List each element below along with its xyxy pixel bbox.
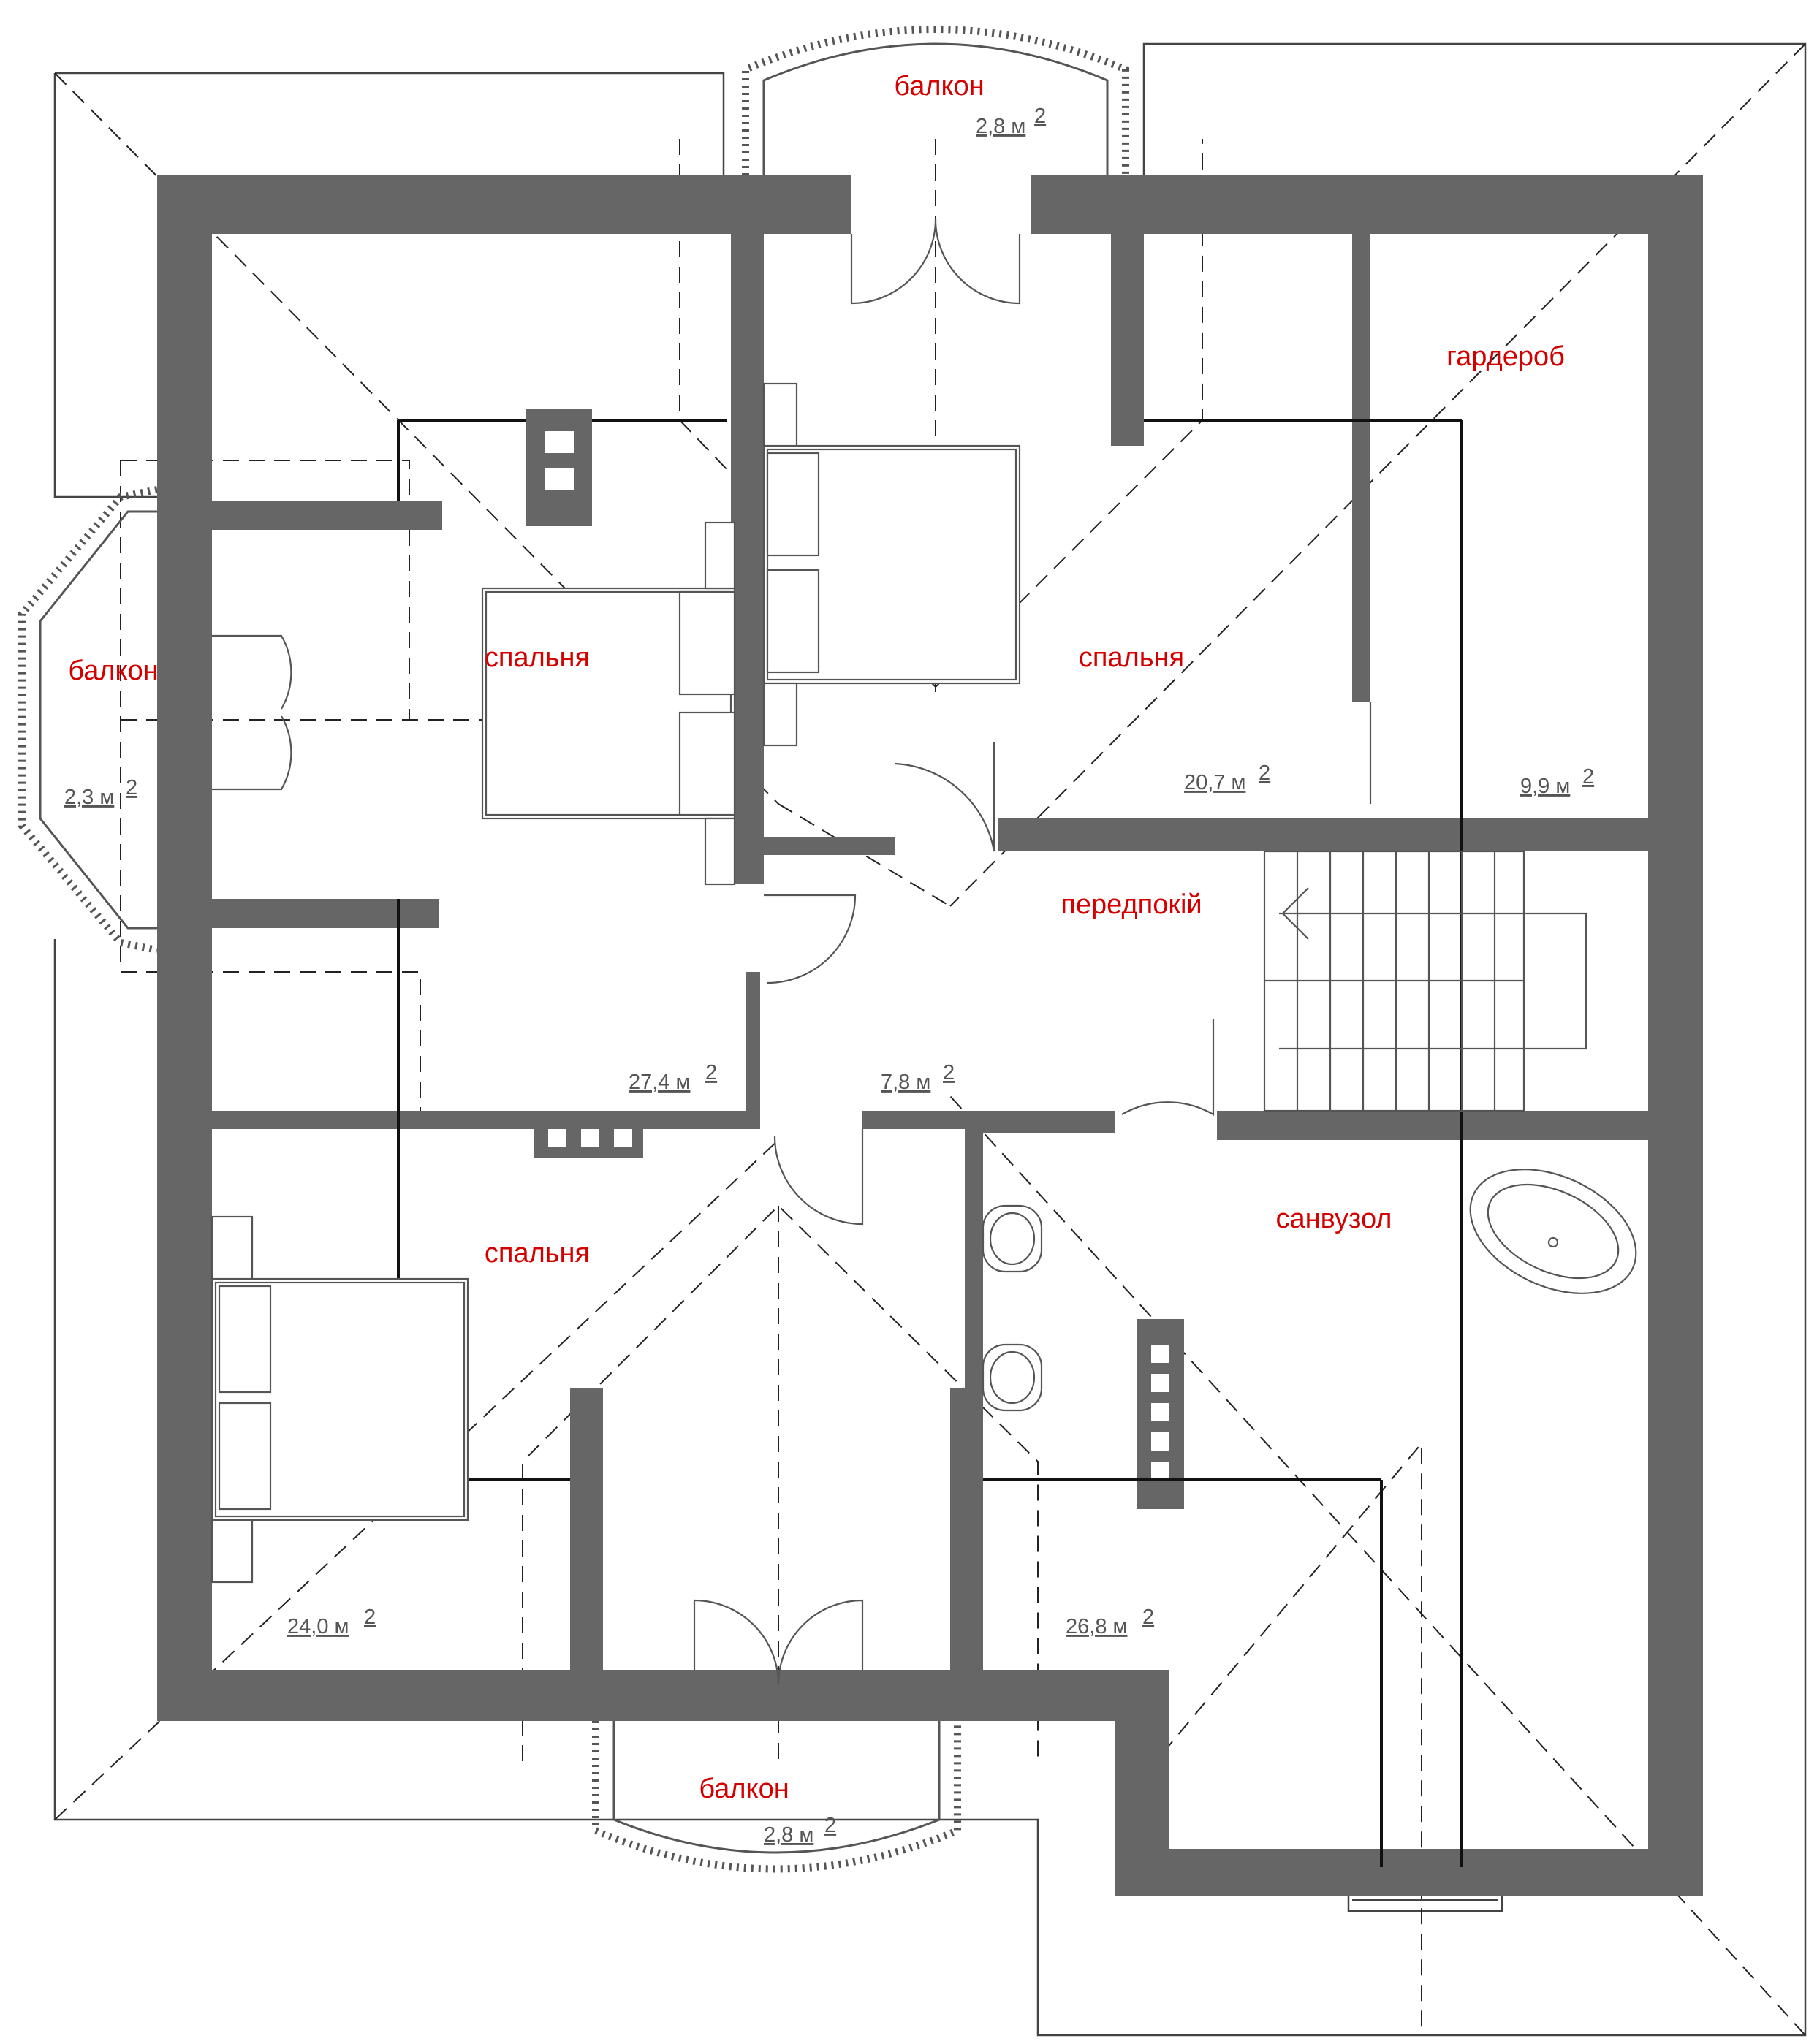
bedroom-bottom-label: спальня (485, 1238, 590, 1269)
bedroom-left-label: спальня (485, 642, 590, 673)
balcony-left-area-sup: 2 (126, 776, 137, 799)
wardrobe-label: гардероб (1446, 341, 1565, 372)
hallway-label: передпокій (1061, 889, 1202, 920)
doors (212, 219, 1372, 1685)
wardrobe-area: 9,9 м (1520, 775, 1570, 798)
bedroom-bottom-area: 24,0 м (287, 1615, 349, 1638)
exterior-walls (157, 175, 1703, 1896)
bedroom-center-area: 20,7 м (1184, 771, 1245, 794)
interior-walls (212, 234, 1648, 1717)
balcony-left-area: 2,3 м (64, 786, 114, 809)
room-bottom-right-area-sup: 2 (1142, 1606, 1154, 1629)
wardrobe-area-sup: 2 (1582, 765, 1594, 789)
chimneys (526, 409, 1184, 1509)
bedroom-center-area-sup: 2 (1259, 761, 1270, 785)
staircase (1263, 850, 1587, 1112)
balcony-bottom-label: балкон (699, 1774, 789, 1804)
room-labels: балкон 2,8 м 2 гардероб 9,9 м 2 балкон 2… (64, 71, 1594, 1847)
balcony-bottom-area-sup: 2 (824, 1814, 836, 1837)
room-bottom-right-area: 26,8 м (1066, 1615, 1127, 1638)
balcony-left-label: балкон (68, 656, 158, 686)
bathroom-fixtures (982, 1169, 1637, 1412)
bed-left (481, 521, 736, 886)
balcony-top-area: 2,8 м (976, 115, 1025, 138)
hallway-area: 7,8 м (881, 1071, 930, 1094)
balcony-top-label: балкон (894, 71, 984, 102)
bedroom-bottom-area-sup: 2 (364, 1606, 376, 1629)
bed-center (762, 382, 1021, 747)
balcony-railings (18, 26, 1129, 1873)
roof-outline (53, 42, 1807, 2037)
bed-bottom (210, 1215, 469, 1584)
hallway-area-sup: 2 (943, 1061, 955, 1084)
balcony-bottom-area: 2,8 м (764, 1823, 813, 1847)
bathroom-label: санвузол (1276, 1204, 1392, 1234)
balcony-top-area-sup: 2 (1034, 105, 1046, 128)
bedroom-left-area-sup: 2 (705, 1061, 717, 1084)
bedroom-center-label: спальня (1079, 642, 1184, 673)
bedroom-left-area: 27,4 м (629, 1071, 690, 1094)
